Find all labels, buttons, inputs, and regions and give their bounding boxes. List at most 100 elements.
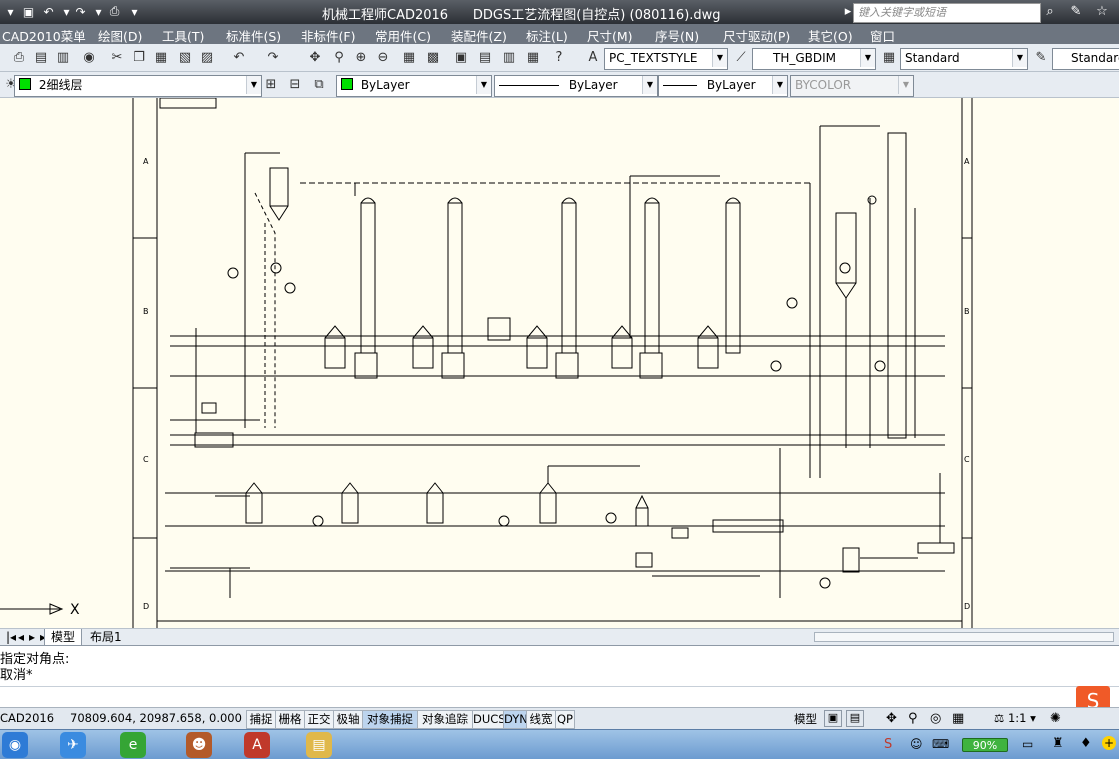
grid-toggle[interactable]: 栅格 [275,710,305,729]
star-icon[interactable]: ☆ [1096,4,1108,19]
cursor-coordinates[interactable]: 70809.604, 20987.658, 0.000 [70,711,242,725]
undo-dropdown-icon[interactable]: ▾ [63,4,70,19]
mleader-style-icon[interactable]: ✎ [1035,50,1047,65]
otrack-toggle[interactable]: 对象追踪 [417,710,473,729]
add-icon[interactable]: + [1102,736,1116,750]
quick-view-drawings-icon[interactable]: ▤ [846,710,864,727]
layer-previous-icon[interactable]: ⊟ [289,77,301,92]
make-current-layer-icon[interactable]: ⊞ [265,77,277,92]
steering-wheel-icon[interactable]: ◎ [930,711,942,726]
pan-icon[interactable]: ✥ [886,711,897,726]
start-icon[interactable]: ◉ [2,732,28,758]
menu-dimension[interactable]: 尺寸(M) [587,29,633,44]
menu-annotate[interactable]: 标注(L) [526,29,568,44]
battery-indicator[interactable]: 90% [962,738,1008,752]
table-style-icon[interactable]: ▦ [882,50,896,65]
undo-icon[interactable]: ↶ [43,4,54,19]
model-space-label[interactable]: 模型 [794,712,817,726]
tab-nav-prev-icon[interactable]: ◂ [18,630,25,644]
text-style-select[interactable]: PC_TEXTSTYLE ▼ [604,48,728,70]
autocad-icon[interactable]: A [244,732,270,758]
tab-nav-next-icon[interactable]: ▸ [29,630,36,644]
redo-icon[interactable]: ↷ [75,4,86,19]
match-properties-icon[interactable]: ▧ [178,50,192,65]
menu-window[interactable]: 窗口 [870,29,896,44]
keyboard-tray-icon[interactable]: ⌨ [932,737,950,751]
markup-icon[interactable]: ▥ [502,50,516,65]
publish-icon[interactable]: ▥ [56,50,70,65]
print-icon[interactable]: ⎙ [109,4,120,18]
network-icon[interactable]: ♦ [1080,736,1092,751]
menu-common-parts[interactable]: 常用件(C) [375,29,431,44]
properties-icon[interactable]: ▦ [402,50,416,65]
linetype-select[interactable]: ByLayer ▼ [494,75,658,97]
cut-icon[interactable]: ✂ [111,50,123,65]
battery-icon[interactable]: ▭ [1022,737,1034,751]
qp-toggle[interactable]: QP [555,710,575,729]
design-center-icon[interactable]: ▩ [426,50,440,65]
expand-search-icon[interactable]: ▸ [844,4,852,19]
command-window[interactable]: 指定对角点: 取消* S [0,645,1119,716]
redo-dropdown-icon[interactable]: ▾ [95,4,102,19]
annotation-visibility-icon[interactable]: ✺ [1050,711,1061,726]
menu-assembly[interactable]: 装配件(Z) [451,29,507,44]
search-input[interactable]: 键入关键字或短语 [853,3,1041,23]
redo-icon[interactable]: ↷ [267,50,279,65]
table-style-select[interactable]: Standard ▼ [900,48,1028,70]
menu-sequence[interactable]: 序号(N) [655,29,700,44]
menu-nonstandard-parts[interactable]: 非标件(F) [301,29,356,44]
print-icon[interactable]: ⎙ [13,50,25,65]
menu-standard-parts[interactable]: 标准件(S) [226,29,282,44]
tab-nav-first-icon[interactable]: |◂ [6,630,17,644]
game-app-icon[interactable]: ☻ [186,732,212,758]
browser-icon[interactable]: e [120,732,146,758]
app-menu-icon[interactable]: ▾ [7,4,14,19]
polar-toggle[interactable]: 极轴 [333,710,363,729]
sheet-set-icon[interactable]: ▤ [478,50,492,65]
undo-icon[interactable]: ↶ [233,50,245,65]
ducs-toggle[interactable]: DUCS [472,710,506,729]
menu-dim-driven[interactable]: 尺寸驱动(P) [723,29,791,44]
showmotion-icon[interactable]: ▦ [952,711,965,726]
osnap-toggle[interactable]: 对象捕捉 [362,710,418,729]
drawing-area[interactable]: A B C D A B C D X [0,98,1119,628]
menu-cad2010[interactable]: CAD2010菜单 [2,29,86,44]
binoculars-icon[interactable]: ⌕ [1046,4,1054,19]
3d-dwf-icon[interactable]: ◉ [83,50,95,65]
bird-app-icon[interactable]: ✈ [60,732,86,758]
quick-view-layouts-icon[interactable]: ▣ [824,710,842,727]
dyn-toggle[interactable]: DYN [503,710,528,729]
dim-style-icon[interactable]: ⟋ [736,50,746,65]
menu-tools[interactable]: 工具(T) [162,29,205,44]
lineweight-toggle[interactable]: 线宽 [526,710,556,729]
calculator-icon[interactable]: ▦ [526,50,540,65]
block-editor-icon[interactable]: ▨ [200,50,214,65]
layer-select[interactable]: 2细线层 ▼ [14,75,262,97]
copy-icon[interactable]: ❐ [133,50,145,65]
zoom-realtime-icon[interactable]: ⚲ [334,50,344,65]
dim-style-select[interactable]: TH_GBDIM ▼ [752,48,876,70]
menu-draw[interactable]: 绘图(D) [98,29,143,44]
layer-state-icon[interactable]: ☀ [5,77,17,92]
layer-properties-icon[interactable]: ⧉ [314,77,324,92]
help-icon[interactable]: ? [555,50,563,65]
lineweight-select[interactable]: ByLayer ▼ [658,75,788,97]
horizontal-scrollbar[interactable] [814,632,1114,642]
mleader-style-select[interactable]: Standard [1052,48,1119,70]
paste-icon[interactable]: ▦ [154,50,168,65]
zoom-window-icon[interactable]: ⊕ [355,50,367,65]
drawing-svg[interactable]: A B C D A B C D X [0,98,1119,628]
zoom-previous-icon[interactable]: ⊖ [377,50,389,65]
ortho-toggle[interactable]: 正交 [304,710,334,729]
color-select[interactable]: ByLayer ▼ [336,75,492,97]
snap-toggle[interactable]: 捕捉 [246,710,276,729]
menu-other[interactable]: 其它(O) [808,29,853,44]
annotation-scale[interactable]: ⚖ 1:1 ▾ [994,711,1036,725]
print-preview-icon[interactable]: ▤ [34,50,48,65]
plotstyle-select[interactable]: BYCOLOR ▼ [790,75,914,97]
tools-icon[interactable]: ✎ [1070,4,1082,19]
zoom-icon[interactable]: ⚲ [908,711,918,726]
quick-access-dropdown-icon[interactable]: ▾ [131,4,138,19]
tab-model[interactable]: 模型 [44,629,83,646]
tray-icon[interactable]: ☺ [910,737,923,751]
